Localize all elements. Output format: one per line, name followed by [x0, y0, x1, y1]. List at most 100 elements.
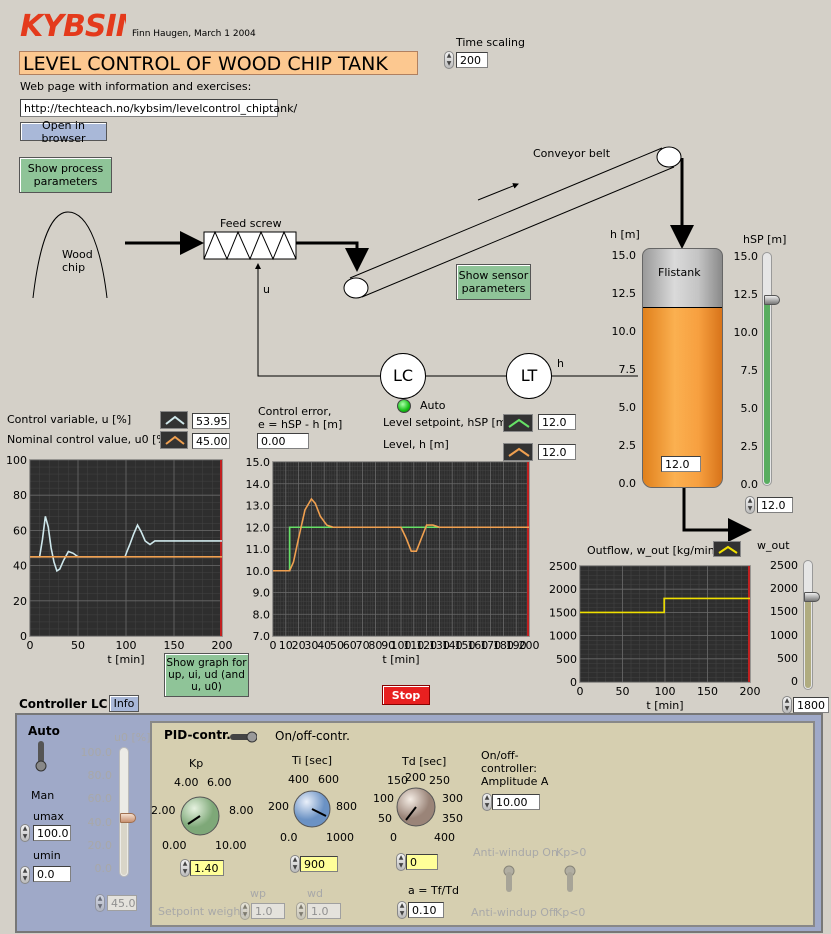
x-axis-label: t [min]: [107, 653, 144, 666]
w-out-spinner[interactable]: ▲▼: [782, 696, 792, 714]
derivative-filter-label: a = Tf/Td: [408, 884, 459, 897]
scale-tick: 7.5: [740, 364, 759, 377]
conveyor-pulley-bottom: [343, 277, 369, 299]
ti-tick-400: 400: [288, 773, 309, 786]
show-sensor-parameters-button[interactable]: Show sensor parameters: [456, 264, 531, 300]
hsp-field[interactable]: 12.0: [757, 497, 793, 513]
ti-spinner[interactable]: ▲▼: [290, 855, 300, 873]
onoff-amplitude-field[interactable]: 10.00: [492, 794, 540, 810]
y-tick-label: 2000: [549, 583, 577, 596]
x-tick-label: 0: [270, 639, 277, 652]
scale-tick: 0: [791, 675, 798, 688]
wd-spinner[interactable]: ▲▼: [296, 902, 306, 920]
tank-body: [642, 248, 723, 488]
wd-field[interactable]: 1.0: [307, 903, 341, 919]
umin-field[interactable]: 0.0: [33, 866, 71, 882]
y-tick-label: 1000: [549, 630, 577, 643]
w-out-field[interactable]: 1800: [793, 697, 829, 713]
x-tick-label: 60: [343, 639, 357, 652]
wd-label: wd: [307, 887, 323, 900]
u0-legend-swatch: [160, 431, 188, 449]
umin-spinner[interactable]: ▲▼: [20, 866, 30, 884]
y-tick-label: 13.0: [246, 500, 271, 513]
show-pid-terms-graph-button[interactable]: Show graph for up, ui, ud (and u, u0): [164, 653, 249, 697]
td-knob[interactable]: [395, 786, 437, 828]
time-scaling-spinner[interactable]: ▲▼: [444, 51, 454, 69]
x-tick-label: 190: [506, 639, 527, 652]
td-tick-50: 50: [378, 812, 392, 825]
wp-spinner[interactable]: ▲▼: [240, 902, 250, 920]
auto-indicator-led: [397, 399, 411, 413]
url-field[interactable]: http://techteach.no/kybsim/levelcontrol_…: [20, 99, 297, 117]
x-tick-label: 100: [391, 639, 412, 652]
ti-knob[interactable]: [292, 789, 332, 829]
wp-field[interactable]: 1.0: [251, 903, 285, 919]
auto-man-toggle[interactable]: [35, 740, 47, 774]
y-tick-label: 14.0: [246, 478, 271, 491]
y-tick-label: 20: [13, 595, 27, 608]
td-tick-300: 300: [442, 792, 463, 805]
u0-slider-track[interactable]: [119, 747, 129, 877]
hsp-slider-track[interactable]: [762, 252, 772, 486]
onoff-amplitude-spinner[interactable]: ▲▼: [482, 793, 492, 811]
umax-field[interactable]: 100.0: [33, 825, 71, 841]
pid-mode-label: PID-contr.: [164, 728, 231, 742]
umax-label: umax: [33, 810, 64, 823]
x-tick-label: 150: [164, 639, 185, 652]
controller-info-button[interactable]: Info: [109, 695, 139, 712]
pid-onoff-toggle[interactable]: [229, 731, 258, 743]
derivative-filter-spinner[interactable]: ▲▼: [397, 901, 407, 919]
td-spinner[interactable]: ▲▼: [396, 853, 406, 871]
hsp-spinner[interactable]: ▲▼: [745, 496, 755, 514]
u0-scale-tick: 60.0: [87, 792, 113, 806]
kp-negative-label: Kp<0: [555, 906, 586, 919]
x-tick-label: 180: [493, 639, 514, 652]
kp-field[interactable]: 1.40: [190, 860, 224, 876]
kp-tick-10: 10.00: [215, 839, 247, 852]
y-tick-label: 0: [570, 676, 577, 689]
tank-level-display: 12.0: [661, 456, 701, 472]
scale-tick: 12.5: [611, 287, 637, 300]
hsp-slider-thumb[interactable]: [764, 295, 780, 305]
lc-controller-symbol[interactable]: LC: [380, 353, 426, 399]
x-tick-label: 130: [429, 639, 450, 652]
auto-man-man-label: Man: [31, 789, 55, 802]
time-scaling-field[interactable]: 200: [456, 52, 488, 68]
td-label: Td [sec]: [402, 755, 447, 768]
u0-spinner[interactable]: ▲▼: [95, 894, 105, 912]
u0-slider-thumb[interactable]: [120, 813, 136, 824]
show-process-parameters-button[interactable]: Show process parameters: [19, 157, 112, 193]
kp-sign-toggle[interactable]: [564, 864, 576, 894]
y-tick-label: 0: [20, 630, 27, 643]
x-tick-label: 80: [368, 639, 382, 652]
hsp-indicator-value: 12.0: [538, 414, 576, 430]
x-tick-label: 110: [403, 639, 424, 652]
kp-spinner[interactable]: ▲▼: [180, 859, 190, 877]
w-out-slider-track[interactable]: [803, 560, 813, 690]
process-diagram: [32, 146, 752, 542]
w-out-slider-thumb[interactable]: [804, 592, 820, 603]
anti-windup-toggle[interactable]: [503, 864, 515, 894]
scale-tick: 500: [777, 651, 798, 665]
td-tick-100: 100: [373, 792, 394, 805]
stop-button[interactable]: Stop: [382, 685, 430, 705]
derivative-filter-field[interactable]: 0.10: [408, 902, 444, 918]
scale-tick: 2500: [770, 559, 798, 572]
scale-tick: 1500: [770, 605, 798, 619]
ti-field[interactable]: 900: [300, 856, 338, 872]
x-tick-label: 200: [212, 639, 233, 652]
u0-field[interactable]: 45.0: [107, 895, 137, 911]
kp-tick-6: 6.00: [207, 776, 232, 789]
onoff-amplitude-label: On/off-controller: Amplitude A: [481, 749, 549, 788]
scale-tick: 2000: [770, 582, 798, 596]
x-tick-label: 170: [480, 639, 501, 652]
umax-spinner[interactable]: ▲▼: [20, 824, 30, 842]
time-scaling-label: Time scaling: [456, 36, 526, 49]
y-tick-label: 12.0: [246, 521, 271, 534]
kp-knob[interactable]: [179, 795, 221, 837]
u0-scale-tick: 0.0: [94, 862, 113, 875]
h-legend-swatch: [503, 443, 533, 461]
td-field[interactable]: 0: [406, 854, 438, 870]
onoff-mode-label: On/off-contr.: [275, 729, 350, 743]
